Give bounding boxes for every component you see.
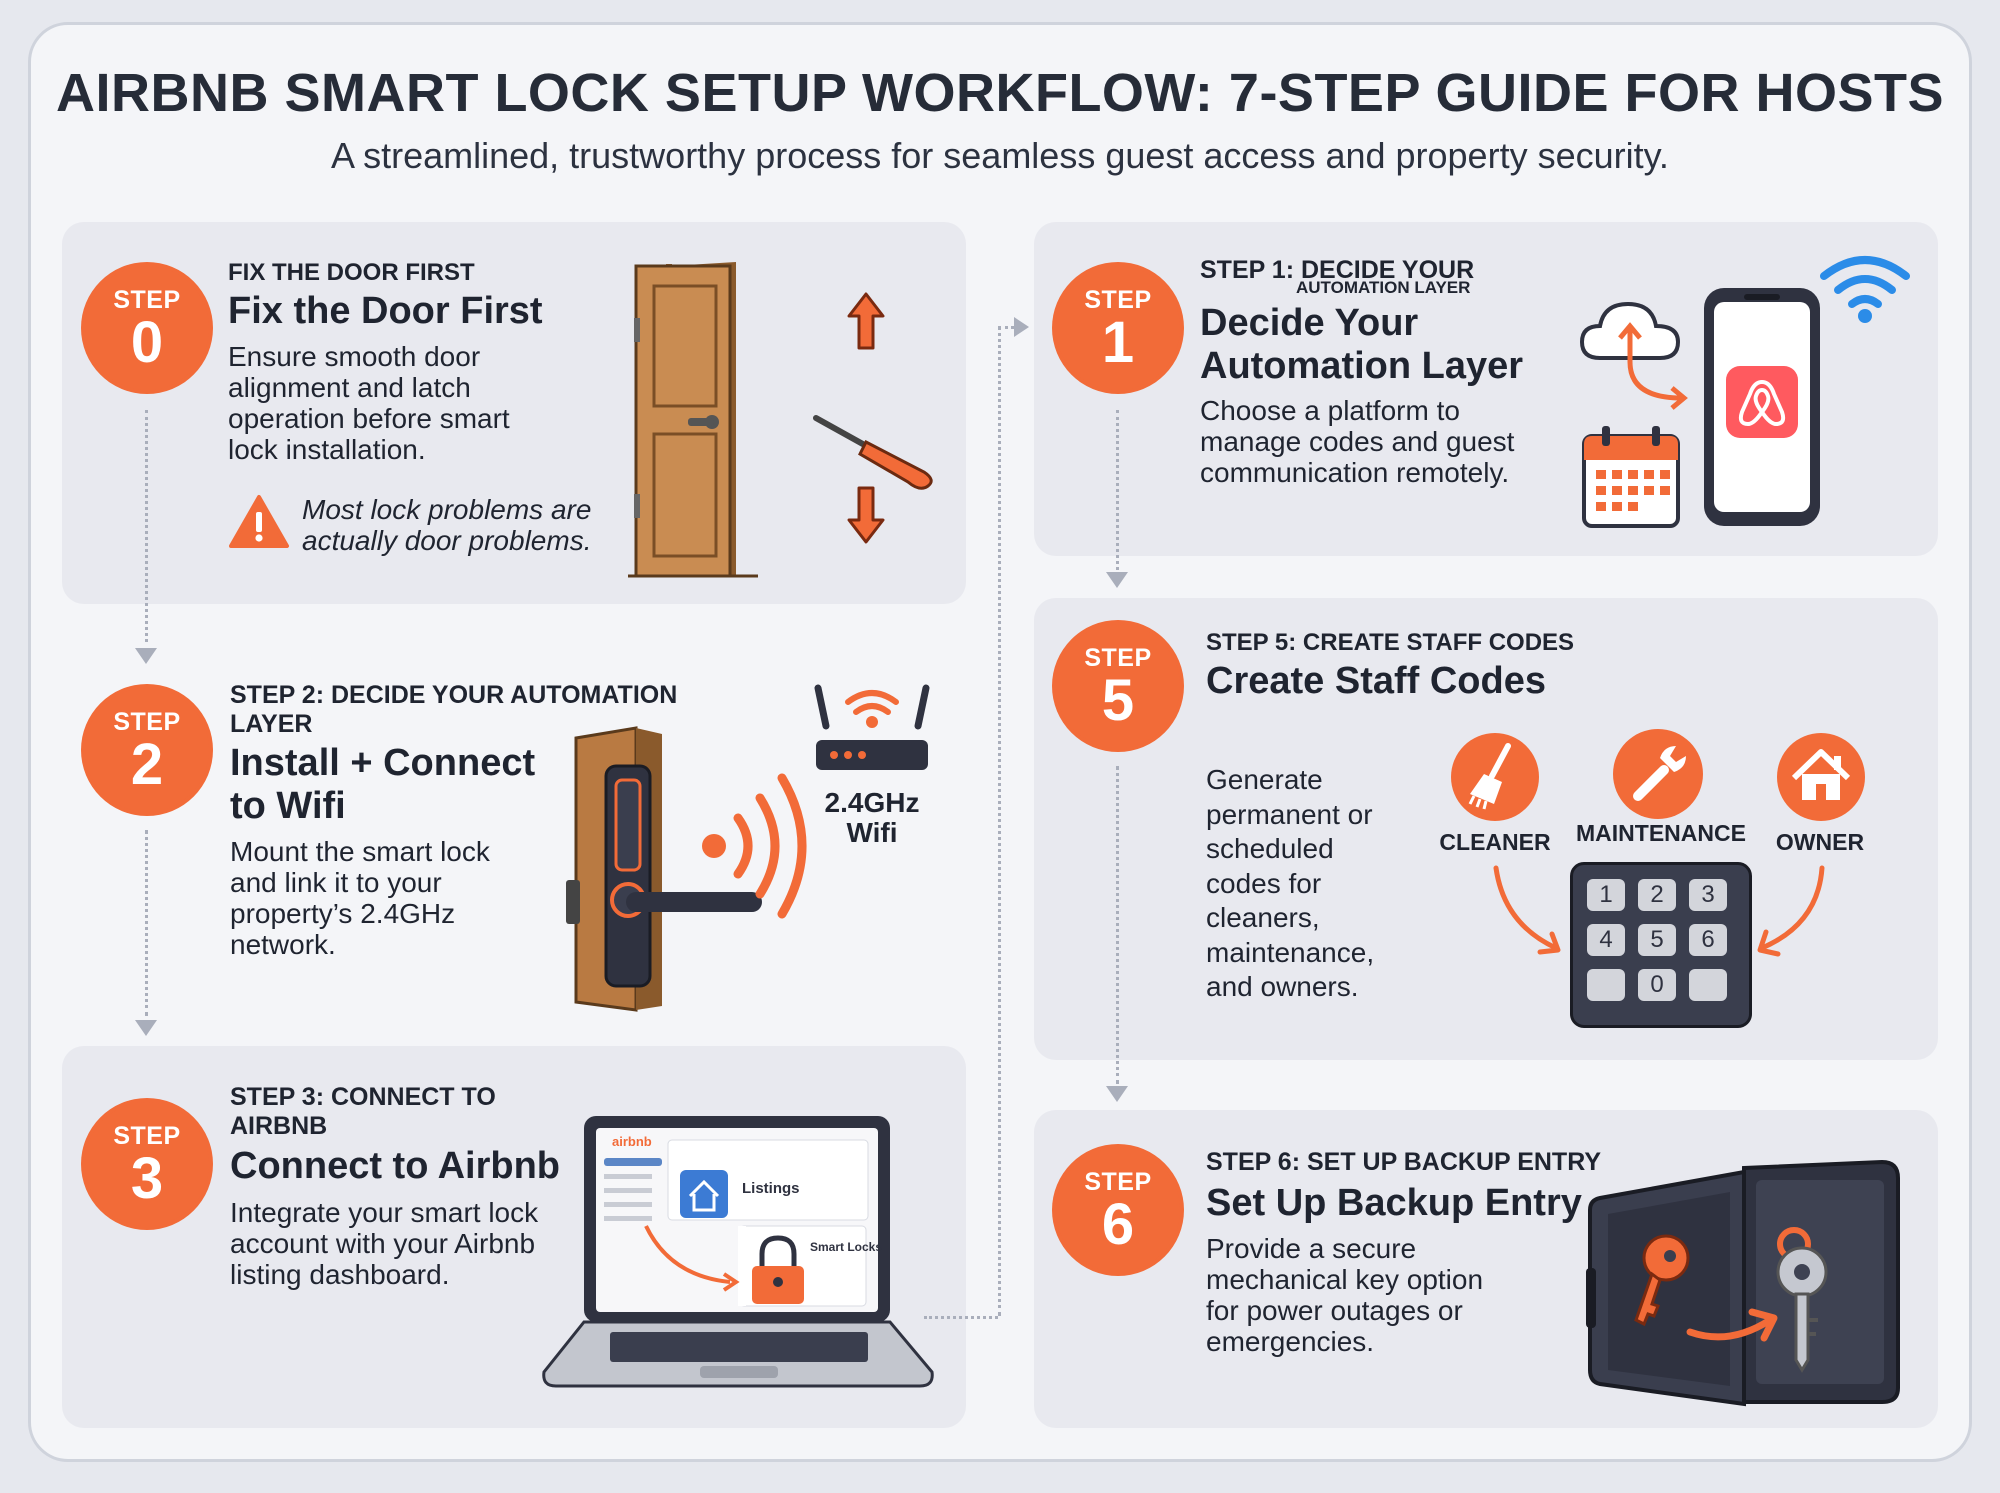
house-icon [1777, 733, 1865, 821]
step-2-kicker: STEP 2: DECIDE YOUR AUTOMATION LAYER [230, 681, 678, 738]
screwdriver-icon [813, 415, 933, 490]
badge-number: 2 [130, 732, 164, 797]
connector-arrow [1014, 317, 1029, 337]
keypad-key: 0 [1638, 969, 1676, 1001]
keypad-key: 1 [1587, 879, 1625, 911]
broom-icon [1451, 733, 1539, 821]
step-1-heading: Decide Your Automation Layer [1200, 302, 1524, 387]
connector-arrow [135, 648, 157, 664]
keypad-key: 2 [1638, 879, 1676, 911]
step-5-kicker: STEP 5: CREATE STAFF CODES [1206, 629, 1575, 656]
step-5-description: Generate permanent or scheduled codes fo… [1206, 764, 1375, 1002]
step-0-card [62, 222, 966, 604]
badge-step-word: STEP [1084, 1168, 1152, 1196]
connector-3-1-riser [998, 326, 1001, 1316]
screen-brand-label: airbnb [612, 1134, 652, 1149]
step-0-badge: STEP 0 [85, 266, 209, 390]
laptop-icon: airbnb Listings Smart Locks [540, 1114, 936, 1392]
router-icon [814, 684, 930, 770]
step-1-kicker: STEP 1: DECIDE YOUR [1200, 256, 1475, 284]
arrow-down-icon [847, 486, 885, 544]
step-6-badge: STEP 6 [1056, 1148, 1180, 1272]
badge-step-word: STEP [1084, 286, 1152, 314]
step-1-description: Choose a platform to manage codes and gu… [1200, 395, 1515, 488]
step-0-heading: Fix the Door First [228, 290, 543, 332]
airbnb-logo-icon [1726, 366, 1798, 438]
keypad-key: 3 [1689, 879, 1727, 911]
badge-number: 0 [130, 310, 164, 375]
connector-arrow [1106, 572, 1128, 588]
step-1-kicker-sub: AUTOMATION LAYER [1296, 278, 1471, 297]
connector-arrow [135, 1020, 157, 1036]
badge-step-word: STEP [113, 286, 181, 314]
step-0-description: Ensure smooth door alignment and latch o… [228, 341, 510, 465]
connector-5-6 [1116, 766, 1119, 1084]
connector-2-3 [145, 830, 148, 1016]
step-0-note: Most lock problems are actually door pro… [302, 494, 592, 556]
step-5-card [1034, 598, 1938, 1060]
step-2-description: Mount the smart lock and link it to your… [230, 836, 490, 960]
calendar-icon [1582, 426, 1680, 528]
arrow-up-icon [847, 292, 885, 350]
signal-waves-icon [702, 773, 807, 919]
step-3-heading: Connect to Airbnb [230, 1145, 560, 1187]
role-cleaner-label: CLEANER [1439, 829, 1551, 855]
role-maintenance-label: MAINTENANCE [1576, 820, 1746, 846]
screen-smart-locks-label: Smart Locks [810, 1240, 883, 1254]
keypad-icon: 1 2 3 4 5 6 0 [1570, 862, 1752, 1028]
door-icon [628, 262, 758, 578]
step-6-heading: Set Up Backup Entry [1206, 1182, 1582, 1224]
connector-arrow [1106, 1086, 1128, 1102]
warning-icon [229, 495, 289, 548]
wrench-icon [1613, 729, 1703, 819]
page-subtitle: A streamlined, trustworthy process for s… [331, 135, 1669, 176]
badge-step-word: STEP [1084, 644, 1152, 672]
keypad-key: 5 [1638, 924, 1676, 956]
step-5-heading: Create Staff Codes [1206, 660, 1546, 702]
role-arrows-icon [1493, 865, 1825, 957]
smart-lock-icon [566, 726, 762, 1012]
badge-number: 3 [130, 1146, 164, 1211]
badge-number: 5 [1101, 668, 1135, 733]
badge-step-word: STEP [113, 1122, 181, 1150]
step-1-badge: STEP 1 [1056, 266, 1180, 390]
keypad-key [1587, 969, 1625, 1001]
key-icon [1634, 1227, 1828, 1373]
keypad-key: 6 [1689, 924, 1727, 956]
badge-step-word: STEP [113, 708, 181, 736]
connector-0-2 [145, 410, 148, 642]
page-title: AIRBNB SMART LOCK SETUP WORKFLOW: 7-STEP… [55, 63, 1945, 123]
step-6-kicker: STEP 6: SET UP BACKUP ENTRY [1206, 1148, 1601, 1176]
step-3-badge: STEP 3 [85, 1102, 209, 1226]
connector-3-1-bottom [924, 1316, 998, 1319]
wifi-icon [1820, 256, 1910, 323]
step-3-kicker: STEP 3: CONNECT TO AIRBNB [230, 1083, 496, 1140]
screen-listings-label: Listings [742, 1180, 800, 1197]
sync-arrow-icon [1618, 322, 1688, 410]
badge-number: 1 [1101, 310, 1135, 375]
wifi-band-label: 2.4GHz Wifi [824, 787, 920, 848]
step-2-badge: STEP 2 [85, 688, 209, 812]
keypad-key: 4 [1587, 924, 1625, 956]
role-owner-label: OWNER [1775, 829, 1865, 855]
step-3-description: Integrate your smart lock account with y… [230, 1197, 539, 1290]
step-2-heading: Install + Connect to Wifi [230, 742, 536, 827]
step-5-badge: STEP 5 [1056, 624, 1180, 748]
keypad-key [1689, 969, 1727, 1001]
connector-1-5 [1116, 410, 1119, 570]
badge-number: 6 [1101, 1192, 1135, 1257]
connector-3-1-top [998, 326, 1014, 329]
keypad-grid: 1 2 3 4 5 6 0 [1587, 879, 1727, 1001]
step-6-description: Provide a secure mechanical key option f… [1206, 1233, 1484, 1357]
step-0-kicker: FIX THE DOOR FIRST [228, 259, 475, 286]
